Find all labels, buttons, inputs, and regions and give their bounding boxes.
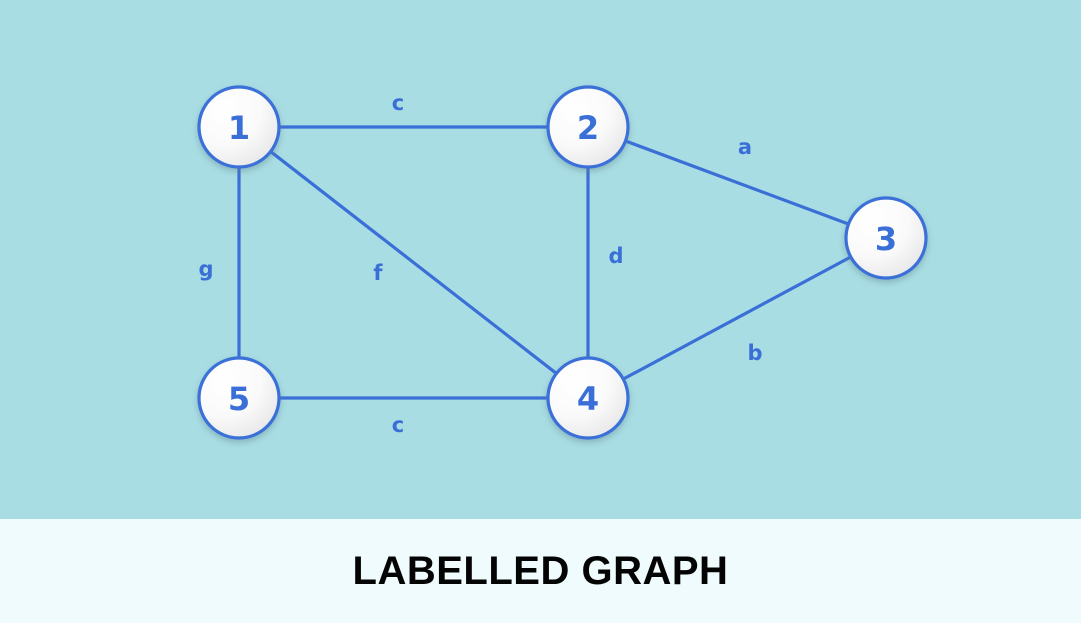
edge-label-a-2-3: a — [738, 135, 752, 159]
graph-canvas-panel: 1 2 3 4 5 c a d b f g c — [0, 0, 1081, 519]
node-circle-2[interactable] — [546, 85, 630, 169]
graph-edge-3-4 — [619, 254, 855, 382]
caption-panel: LABELLED GRAPH — [0, 519, 1081, 623]
node-label-2: 2 — [577, 109, 599, 147]
nodes-group: 1 2 3 4 5 — [197, 85, 928, 440]
graph-edge-2-3 — [622, 138, 852, 227]
graph-svg: 1 2 3 4 5 c a d b f g c — [197, 85, 928, 440]
graph-node-2[interactable]: 2 — [546, 85, 630, 169]
edges-group — [237, 125, 855, 400]
figure-caption: LABELLED GRAPH — [352, 549, 729, 593]
edge-label-g-1-5: g — [198, 257, 213, 281]
edge-label-c-5-4: c — [392, 413, 404, 437]
edge-labels-group: c a d b f g c — [198, 91, 762, 437]
node-circle-4[interactable] — [546, 356, 630, 440]
edge-label-b-3-4: b — [747, 341, 762, 365]
node-circle-5[interactable] — [197, 356, 281, 440]
graph-edge-1-4 — [267, 148, 560, 377]
node-circle-1[interactable] — [197, 85, 281, 169]
edge-label-f-1-4: f — [373, 261, 383, 285]
edge-label-d-2-4: d — [608, 244, 623, 268]
node-label-4: 4 — [577, 380, 599, 418]
node-label-3: 3 — [875, 220, 897, 258]
graph-node-5[interactable]: 5 — [197, 356, 281, 440]
node-label-5: 5 — [228, 380, 250, 418]
graph-node-4[interactable]: 4 — [546, 356, 630, 440]
graph-node-3[interactable]: 3 — [844, 196, 928, 280]
graph-node-1[interactable]: 1 — [197, 85, 281, 169]
edge-label-c-1-2: c — [392, 91, 404, 115]
node-label-1: 1 — [228, 109, 250, 147]
node-circle-3[interactable] — [844, 196, 928, 280]
